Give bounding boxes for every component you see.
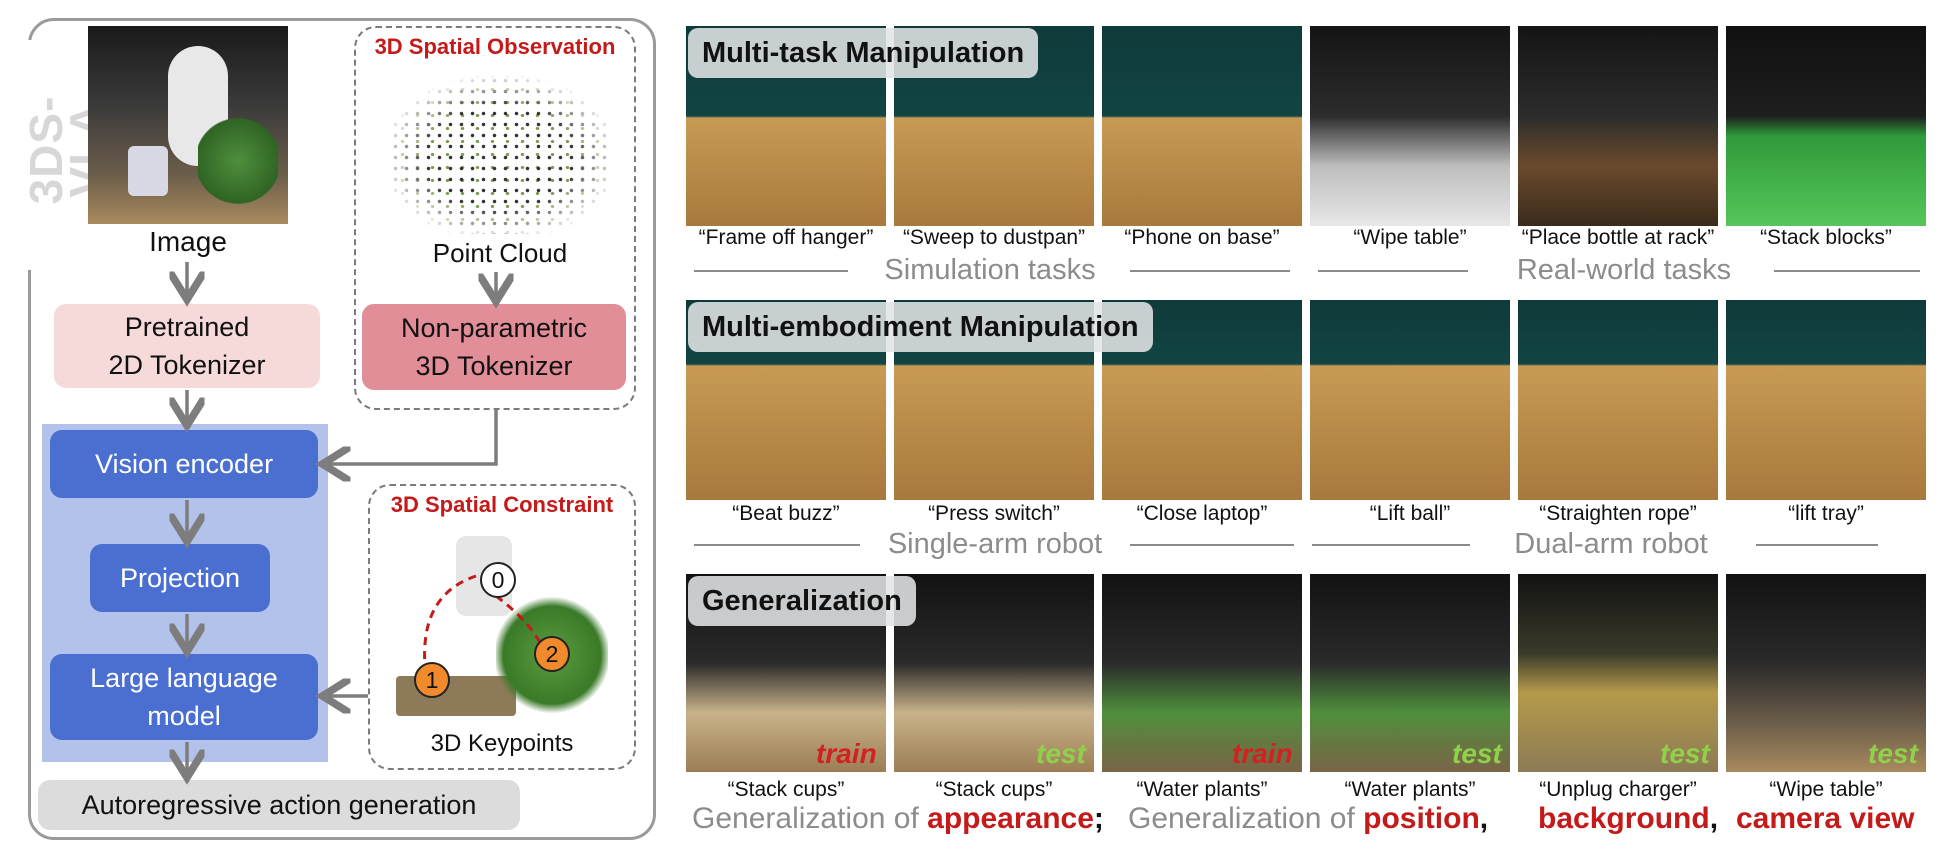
divider: [694, 270, 848, 272]
divider: [1318, 270, 1468, 272]
tag-test: test: [1660, 738, 1710, 769]
photo-wipe-table: [1310, 26, 1510, 226]
photo-water-plants-test: [1310, 574, 1510, 772]
action-generation-box: Autoregressive action generation: [38, 780, 520, 830]
llm-box: Large language model: [50, 654, 318, 740]
photo-lift-tray: [1726, 300, 1926, 500]
caption-water-plants-train: “Water plants”: [1136, 778, 1268, 801]
caption-frame-off-hanger: “Frame off hanger”: [698, 226, 874, 249]
tokenizer-2d-box: Pretrained 2D Tokenizer: [54, 304, 320, 388]
llm-line1: Large language: [90, 663, 278, 693]
tokenizer-3d-line2: 3D Tokenizer: [415, 351, 573, 381]
caption-sweep-to-dustpan: “Sweep to dustpan”: [902, 226, 1086, 249]
group-simulation-tasks: Simulation tasks: [884, 254, 1096, 286]
gen-camera-view: camera view: [1736, 802, 1915, 835]
tag-test: test: [1036, 738, 1086, 769]
photo-phone-on-base: [1102, 26, 1302, 226]
photo-straighten-rope: [1518, 300, 1718, 500]
gen-sep-3: ,: [1709, 802, 1719, 835]
photo-stack-cups-test: [894, 574, 1094, 772]
architecture-panel: [28, 18, 656, 840]
row-title-generalization: Generalization: [688, 576, 916, 626]
gen-position: position: [1363, 802, 1480, 835]
tag-test: test: [1452, 738, 1502, 769]
divider: [1130, 270, 1290, 272]
generalization-appearance: Generalization of appearance;: [692, 802, 1104, 836]
keypoints-label: 3D Keypoints: [430, 730, 574, 757]
keypoint-0-marker: 0: [480, 562, 516, 598]
group-real-world-tasks: Real-world tasks: [1516, 254, 1732, 286]
caption-place-bottle-at-rack: “Place bottle at rack”: [1521, 226, 1715, 249]
caption-lift-ball: “Lift ball”: [1369, 502, 1451, 525]
gen-sep-2: ,: [1479, 802, 1489, 835]
tokenizer-3d-line1: Non-parametric: [400, 313, 588, 343]
photo-stack-blocks: [1726, 26, 1926, 226]
generalization-position: Generalization of position,: [1128, 802, 1488, 836]
divider: [1312, 544, 1470, 546]
divider: [1774, 270, 1920, 272]
caption-unplug-charger: “Unplug charger”: [1539, 778, 1697, 801]
tokenizer-2d-line2: 2D Tokenizer: [108, 350, 266, 380]
point-cloud-image: [390, 64, 610, 234]
caption-beat-buzz: “Beat buzz”: [732, 502, 840, 525]
caption-straighten-rope: “Straighten rope”: [1539, 502, 1697, 525]
caption-stack-cups-train: “Stack cups”: [727, 778, 845, 801]
generalization-background: background,: [1538, 802, 1718, 836]
tokenizer-3d-box: Non-parametric 3D Tokenizer: [362, 304, 626, 390]
input-image: [88, 26, 288, 224]
gen-sep-1: ;: [1093, 802, 1104, 835]
llm-line2: model: [147, 701, 221, 731]
gen-background: background: [1538, 802, 1710, 835]
point-cloud-label: Point Cloud: [432, 238, 568, 268]
keypoint-2-marker: 2: [534, 636, 570, 672]
gen-prefix-2: Generalization of: [1128, 802, 1364, 835]
divider: [1130, 544, 1294, 546]
projection-box: Projection: [90, 544, 270, 612]
row-title-multi-task: Multi-task Manipulation: [688, 28, 1039, 78]
divider: [1756, 544, 1878, 546]
tag-train: train: [816, 738, 877, 769]
spatial-observation-group: [354, 26, 636, 410]
caption-lift-tray: “lift tray”: [1788, 502, 1864, 525]
gen-appearance: appearance: [927, 802, 1094, 835]
spatial-constraint-group: [368, 484, 636, 770]
tag-test: test: [1868, 738, 1918, 769]
spatial-observation-title: 3D Spatial Observation: [374, 34, 616, 59]
caption-wipe-table-camera: “Wipe table”: [1769, 778, 1883, 801]
brand-backdrop: [20, 40, 60, 270]
plant-shape: [198, 116, 278, 206]
caption-stack-blocks: “Stack blocks”: [1760, 226, 1892, 249]
image-label: Image: [149, 226, 227, 257]
caption-water-plants-test: “Water plants”: [1344, 778, 1476, 801]
photo-water-plants-train: [1102, 574, 1302, 772]
spatial-constraint-title: 3D Spatial Constraint: [390, 492, 614, 517]
photo-place-bottle-at-rack: [1518, 26, 1718, 226]
can-shape: [128, 146, 168, 196]
caption-close-laptop: “Close laptop”: [1136, 502, 1268, 525]
tokenizer-2d-line1: Pretrained: [124, 312, 250, 342]
generalization-camera-view: camera view: [1736, 802, 1914, 836]
group-dual-arm-robot: Dual-arm robot: [1514, 528, 1708, 560]
keypoint-1-marker: 1: [414, 662, 450, 698]
gen-prefix-1: Generalization of: [692, 802, 928, 835]
caption-wipe-table: “Wipe table”: [1353, 226, 1467, 249]
caption-press-switch: “Press switch”: [928, 502, 1060, 525]
flow-arrows: [0, 262, 660, 850]
divider: [694, 544, 860, 546]
tag-train: train: [1232, 738, 1293, 769]
group-single-arm-robot: Single-arm robot: [887, 528, 1103, 560]
photo-lift-ball: [1310, 300, 1510, 500]
photo-unplug-charger: [1518, 574, 1718, 772]
caption-phone-on-base: “Phone on base”: [1124, 226, 1280, 249]
photo-wipe-table-camera: [1726, 574, 1926, 772]
caption-stack-cups-test: “Stack cups”: [935, 778, 1053, 801]
vision-encoder-box: Vision encoder: [50, 430, 318, 498]
row-title-multi-embodiment: Multi-embodiment Manipulation: [688, 302, 1153, 352]
